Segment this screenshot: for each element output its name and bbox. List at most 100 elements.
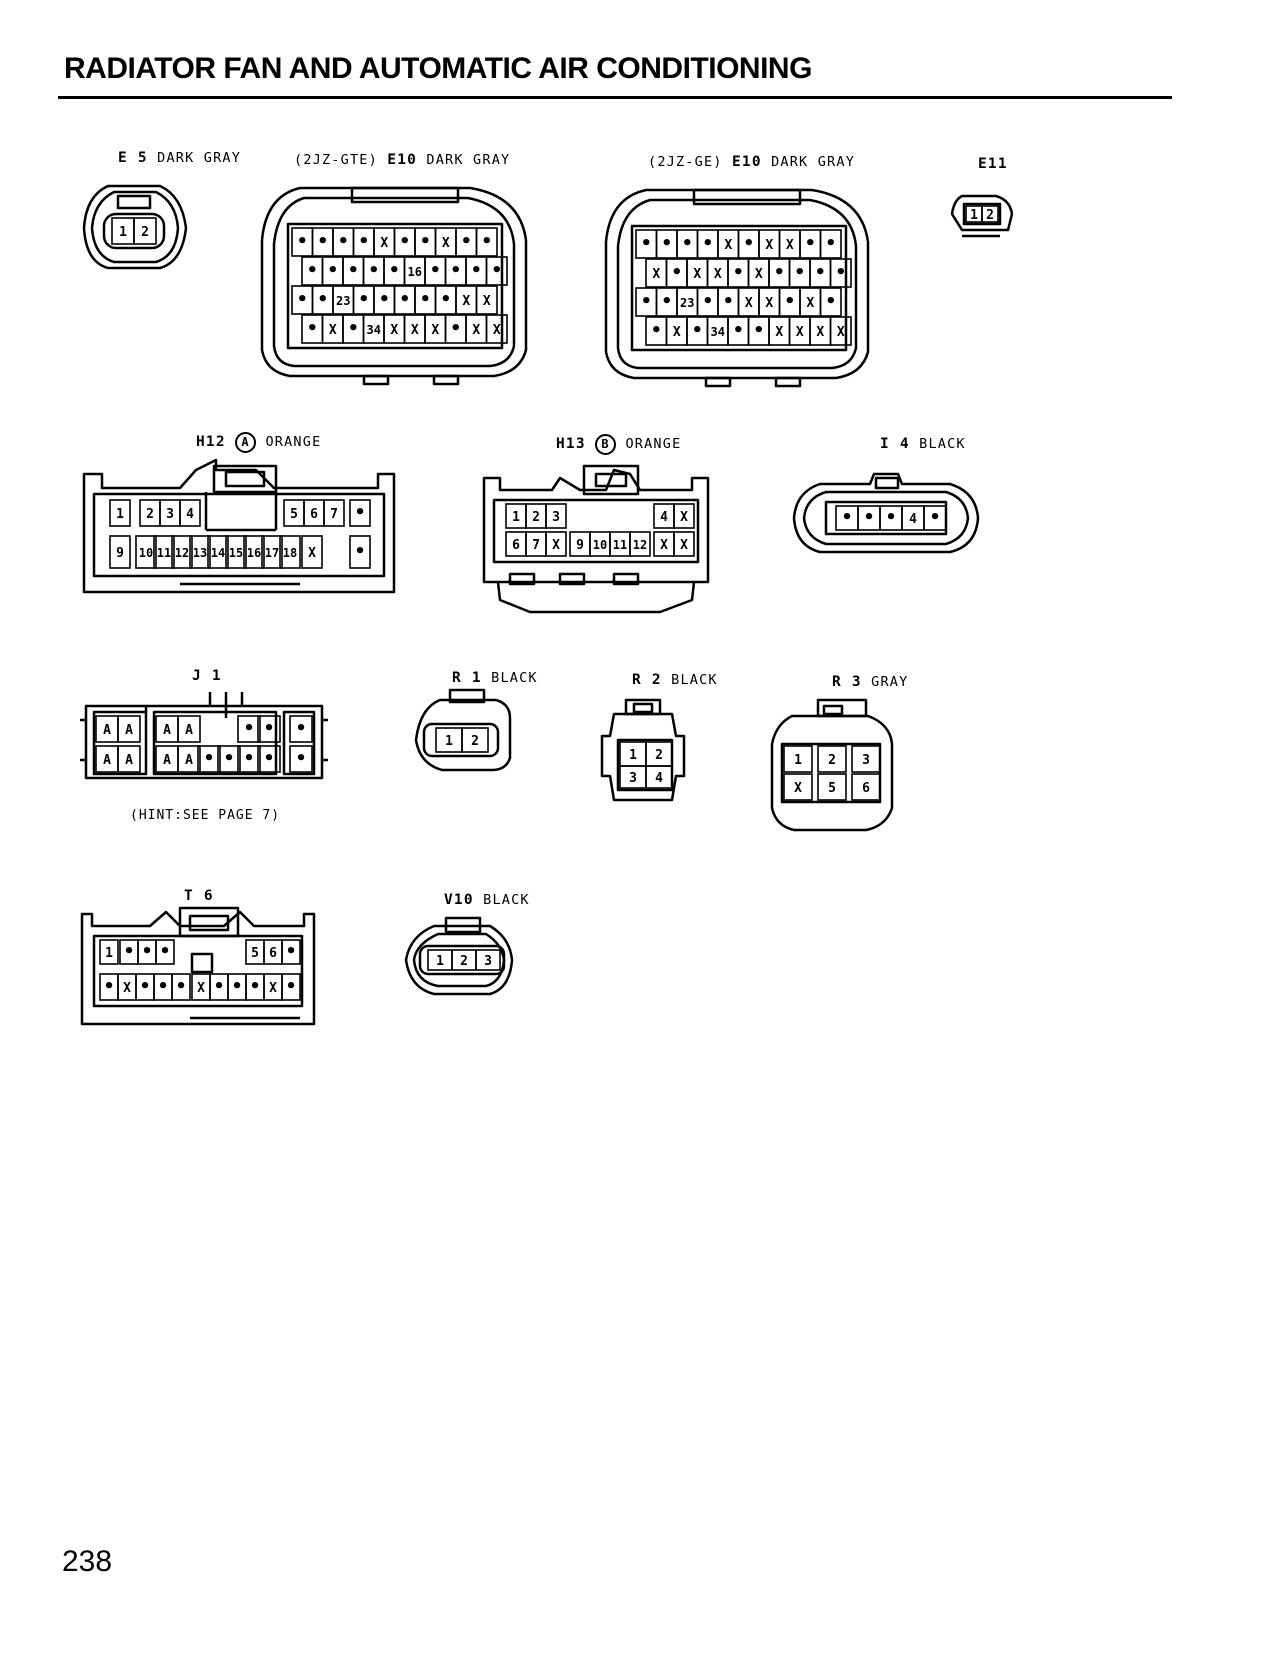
pin-label-h13: 9 xyxy=(576,538,584,553)
pin-label-e10-gte: • xyxy=(420,231,431,252)
pin-label-h12: 6 xyxy=(310,507,318,522)
pin-label-e10-ge: 34 xyxy=(711,325,725,339)
pin-label-e10-gte: • xyxy=(399,289,410,310)
pin-label-h13: 12 xyxy=(633,538,647,552)
pin-label-h12: 10 xyxy=(139,546,153,560)
pin-cell-e10-ge xyxy=(819,229,842,259)
pin-label-j1: A xyxy=(163,753,171,768)
caption-t6: T 6 xyxy=(184,888,214,904)
pin-label-h12: 5 xyxy=(290,507,298,522)
pin-label-e10-ge: • xyxy=(651,320,662,341)
pin-label-e10-gte: • xyxy=(338,231,349,252)
pin-cell-h12 xyxy=(109,499,131,527)
pin-label-i4: • xyxy=(842,507,853,528)
pin-label-e10-ge: X xyxy=(673,325,681,340)
pin-label-r1: 1 xyxy=(445,734,453,749)
pin-cell-j1 xyxy=(289,715,313,743)
connector-r3-housing xyxy=(770,698,894,832)
hint-note: (HINT:SEE PAGE 7) xyxy=(130,808,281,823)
pin-label-t6: 5 xyxy=(251,946,259,961)
page-number: 238 xyxy=(62,1545,113,1578)
pin-label-r2: 4 xyxy=(655,771,663,786)
pin-cell-h12 xyxy=(171,535,193,569)
pin-label-e10-gte: X xyxy=(472,323,480,338)
connector-t6-housing xyxy=(80,906,316,1026)
pin-cell-e10-gte xyxy=(475,227,498,257)
pin-label-t6: • xyxy=(286,941,297,962)
pin-label-j1: A xyxy=(185,753,193,768)
pin-cell-j1 xyxy=(289,745,313,773)
caption-v10: V10 BLACK xyxy=(444,892,530,908)
pin-cell-h12 xyxy=(179,499,201,527)
pin-label-j1: • xyxy=(296,748,307,769)
pin-label-e10-gte: • xyxy=(450,260,461,281)
pin-label-j1: A xyxy=(125,723,133,738)
pin-label-e10-ge: X xyxy=(765,296,773,311)
pin-label-e10-ge: • xyxy=(825,233,836,254)
pin-label-e10-ge: X xyxy=(786,238,794,253)
pin-cell-e11 xyxy=(981,205,999,223)
pin-label-h13: 10 xyxy=(593,538,607,552)
pin-label-e10-gte: • xyxy=(358,289,369,310)
pin-label-e10-gte: X xyxy=(462,294,470,309)
pin-label-r3: 3 xyxy=(862,753,870,768)
pin-label-e10-ge: • xyxy=(641,233,652,254)
pin-label-e10-ge: • xyxy=(702,233,713,254)
pin-cell-j1 xyxy=(117,745,141,773)
pin-label-e10-ge: • xyxy=(661,291,672,312)
pin-label-h12: 11 xyxy=(157,546,171,560)
pin-label-t6: • xyxy=(232,976,243,997)
connector-r2-housing xyxy=(600,698,686,802)
pin-label-h12: 2 xyxy=(146,507,154,522)
caption-e10-gte: (2JZ-GTE) E10 DARK GRAY xyxy=(294,152,511,168)
pin-cell-j1 xyxy=(117,715,141,743)
pin-label-e10-ge: • xyxy=(794,262,805,283)
pin-cell-v10 xyxy=(475,949,501,971)
pin-label-h12: 14 xyxy=(211,546,225,560)
pin-label-e10-ge: X xyxy=(796,325,804,340)
pin-label-r3: 2 xyxy=(828,753,836,768)
pin-label-h13: X xyxy=(680,510,688,525)
pin-cell-h12 xyxy=(261,535,283,569)
pin-label-i4: • xyxy=(886,507,897,528)
pin-label-i4: • xyxy=(930,507,941,528)
pin-cell-r3 xyxy=(783,773,813,801)
pin-label-t6: • xyxy=(286,976,297,997)
connector-j1-housing xyxy=(80,692,328,780)
pin-cell-h13 xyxy=(629,531,651,557)
pin-label-e5: 1 xyxy=(119,225,127,240)
pin-label-e10-ge: X xyxy=(652,267,660,282)
pin-cell-r3 xyxy=(783,745,813,773)
title-rule xyxy=(58,96,1172,99)
pin-label-h13: X xyxy=(680,538,688,553)
pin-label-e10-gte: • xyxy=(358,231,369,252)
connector-e5-housing xyxy=(82,184,188,270)
pin-label-h12: 12 xyxy=(175,546,189,560)
pin-cell-h12 xyxy=(349,535,371,569)
pin-label-e10-gte: 34 xyxy=(367,323,381,337)
pin-label-e10-ge: X xyxy=(837,325,845,340)
pin-label-t6: • xyxy=(250,976,261,997)
pin-label-e10-gte: • xyxy=(368,260,379,281)
pin-label-e10-gte: • xyxy=(461,231,472,252)
pin-label-e10-ge: • xyxy=(692,320,703,341)
pin-cell-h13 xyxy=(545,503,567,529)
caption-i4: I 4 BLACK xyxy=(880,436,966,452)
pin-label-h12: • xyxy=(355,541,366,562)
caption-e11: E11 xyxy=(978,156,1008,172)
pin-label-h12: 17 xyxy=(265,546,279,560)
pin-cell-i4 xyxy=(923,505,947,531)
pin-label-e10-ge: • xyxy=(784,291,795,312)
pin-label-e10-gte: • xyxy=(440,289,451,310)
pin-cell-j1 xyxy=(217,745,241,773)
pin-label-h13: 1 xyxy=(512,510,520,525)
pin-label-t6: 1 xyxy=(105,946,113,961)
caption-r1: R 1 BLACK xyxy=(452,670,538,686)
pin-cell-t6 xyxy=(155,939,175,965)
pin-label-t6: X xyxy=(269,981,277,996)
pin-label-i4: 4 xyxy=(909,512,917,527)
pin-label-e10-ge: 23 xyxy=(680,296,694,310)
pin-label-h13: 6 xyxy=(512,538,520,553)
pin-cell-e10-ge xyxy=(829,316,852,346)
pin-label-h13: 3 xyxy=(552,510,560,525)
